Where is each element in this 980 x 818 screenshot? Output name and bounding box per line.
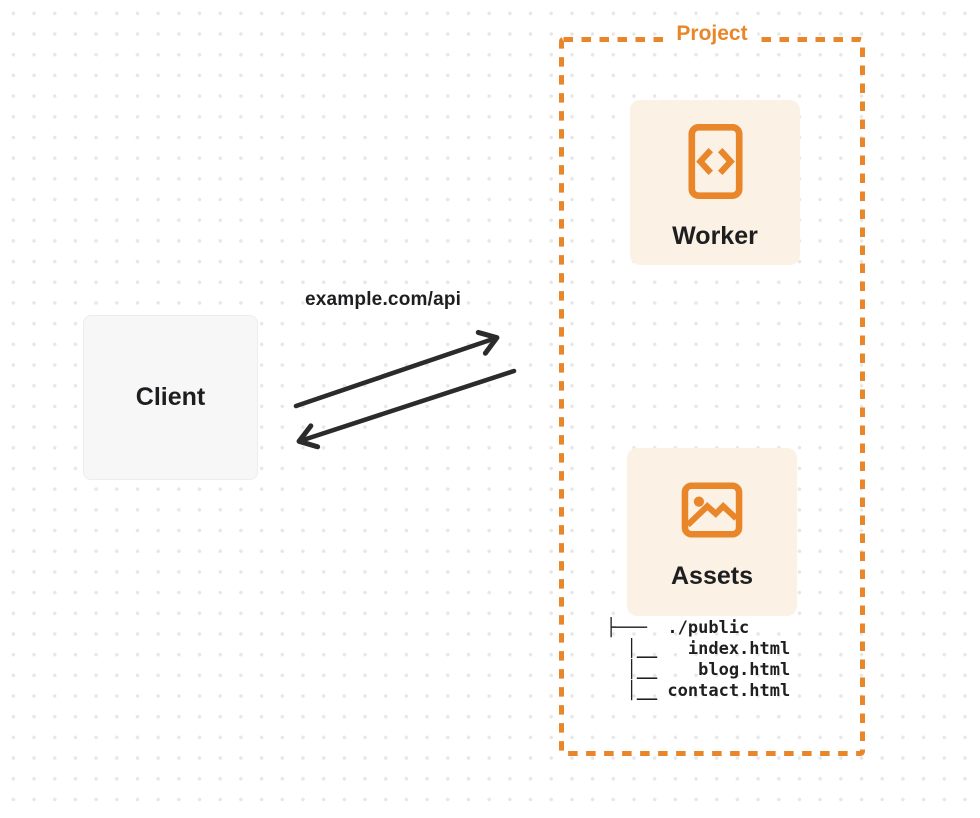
project-title: Project — [666, 22, 758, 46]
file-tree-line: │__ blog.html — [606, 660, 791, 680]
file-tree-line: ├─── ./public — [606, 618, 750, 638]
client-node: Client — [83, 315, 258, 480]
response-arrow — [296, 368, 517, 450]
client-label: Client — [135, 383, 206, 411]
code-file-icon — [687, 123, 743, 200]
assets-node: Assets — [627, 448, 797, 616]
assets-label: Assets — [671, 562, 753, 590]
worker-node: Worker — [630, 100, 800, 265]
assets-file-tree: ├─── ./public │__ index.html │__ blog.ht… — [606, 618, 790, 702]
file-tree-line: │__ index.html — [606, 639, 791, 659]
worker-label: Worker — [672, 222, 758, 250]
image-icon — [681, 482, 743, 538]
request-arrow — [293, 329, 500, 409]
file-tree-line: │__ contact.html — [606, 681, 791, 701]
request-url-label: example.com/api — [305, 289, 462, 310]
project-container: Project Worker Assets — [559, 22, 865, 756]
